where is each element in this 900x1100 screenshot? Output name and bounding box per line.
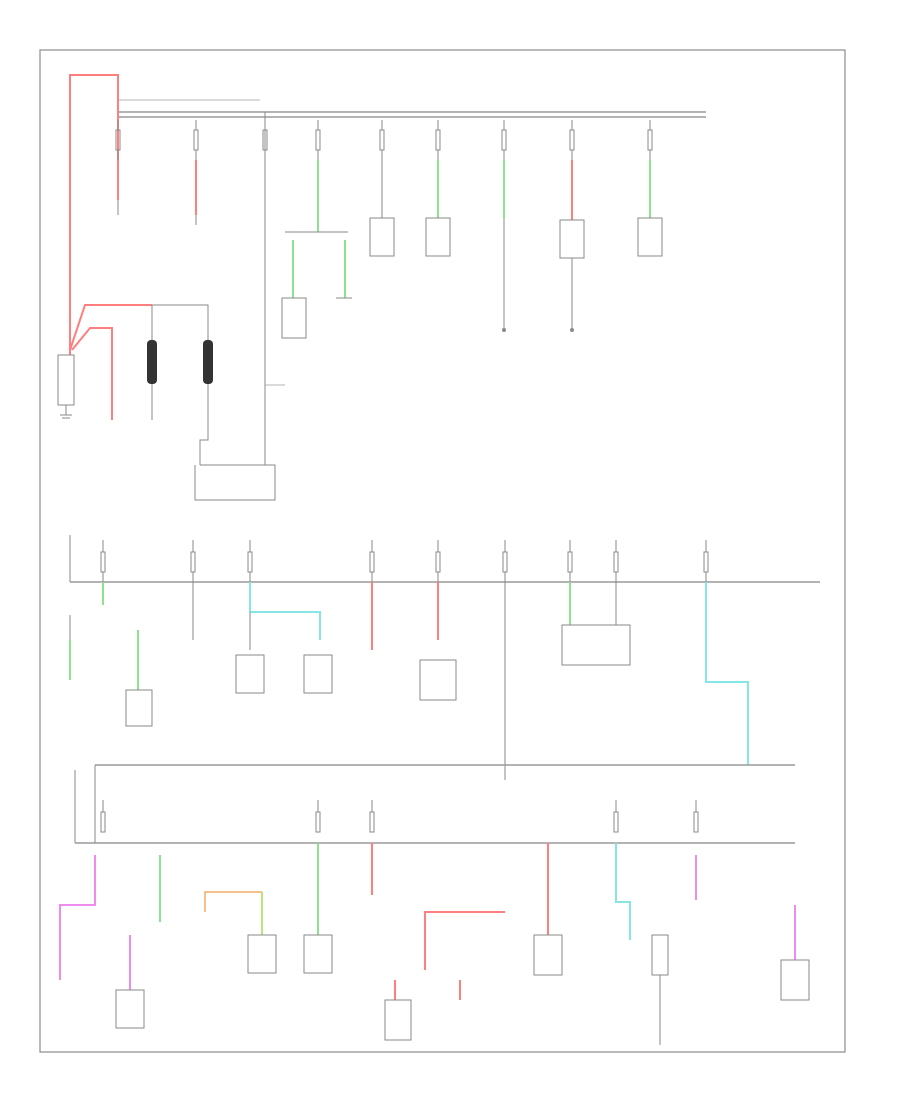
lower-power-section <box>59 764 810 1045</box>
branch-l5-red-wire <box>424 911 505 970</box>
splice-t7 <box>502 328 506 332</box>
component-l6 <box>533 934 563 976</box>
component-l5 <box>384 999 412 1041</box>
fuse-m6 <box>502 540 508 582</box>
fuse-m8 <box>613 540 619 582</box>
component-l7 <box>651 934 669 976</box>
component-t9 <box>637 217 663 257</box>
fuse-l3 <box>369 800 375 833</box>
component-l2 <box>247 934 277 974</box>
component-m5 <box>419 659 457 701</box>
component-l9 <box>780 959 810 1001</box>
battery-to-starter-wire <box>71 327 113 420</box>
branch-m9-cyan-wire <box>705 582 749 765</box>
fuse-t4 <box>315 120 321 160</box>
branch-m3-cyan-run <box>250 611 321 640</box>
fuse-l5 <box>693 800 699 833</box>
fuse-t3 <box>262 120 268 151</box>
fuse-m7 <box>567 540 573 582</box>
diagram-frame <box>39 49 846 1053</box>
ground-icon <box>60 414 72 419</box>
branch-l7-cyan-wire <box>615 843 631 940</box>
middle-fuses <box>100 540 709 582</box>
fuse-m9 <box>703 540 709 582</box>
lower-fuses <box>100 800 699 833</box>
branch-l2-orange-wire <box>204 891 262 912</box>
fuse-m1 <box>100 540 106 582</box>
component-m3a <box>235 654 265 694</box>
battery-to-fusible-link-wire <box>69 304 152 351</box>
fuse-t7 <box>501 120 507 160</box>
top-power-section <box>57 74 706 501</box>
component-t5 <box>369 217 395 257</box>
fuse-l1 <box>100 800 106 833</box>
component-t4a <box>281 297 307 339</box>
fuse-t2 <box>193 120 199 160</box>
fuse-t6 <box>435 120 441 160</box>
fusible-link-2 <box>203 340 213 384</box>
battery <box>57 354 75 406</box>
branch-l1-pink-wire <box>59 855 96 980</box>
middle-power-section <box>69 535 820 780</box>
top-fuses <box>115 120 653 160</box>
fuse-m4 <box>369 540 375 582</box>
fuse-t1 <box>115 120 121 160</box>
fuse-m3 <box>247 540 253 582</box>
component-t6 <box>425 217 451 257</box>
fuse-l4 <box>613 800 619 833</box>
fusible-link-1 <box>147 340 157 384</box>
component-m3b <box>303 654 333 694</box>
battery-main-feed-wire <box>69 74 119 355</box>
splice-t8 <box>570 328 574 332</box>
fuse-m5 <box>435 540 441 582</box>
component-l1 <box>115 989 145 1029</box>
fuse-t8 <box>569 120 575 160</box>
component-m7 <box>561 624 631 666</box>
fuse-m2 <box>190 540 196 582</box>
generator-outline <box>194 464 276 501</box>
fuse-t9 <box>647 120 653 160</box>
fusible-link-2-wire <box>152 304 209 465</box>
component-m1 <box>125 689 153 727</box>
fuse-l2 <box>315 800 321 833</box>
component-t8 <box>559 219 585 259</box>
component-l3 <box>303 934 333 974</box>
fuse-t5 <box>379 120 385 160</box>
